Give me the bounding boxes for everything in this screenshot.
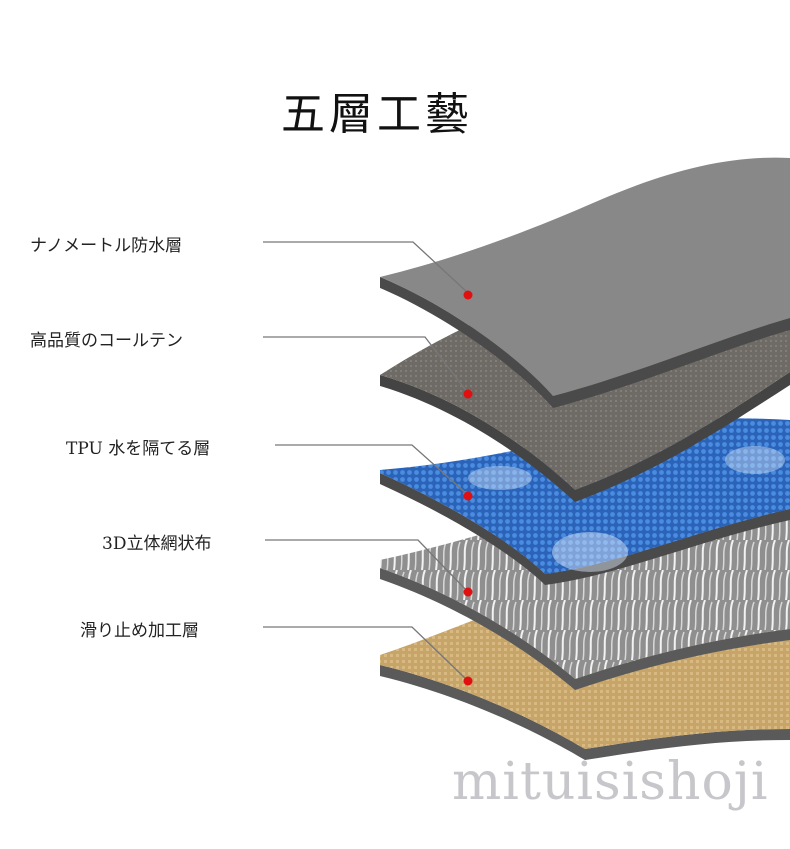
layer-label-4: 3D立体網状布 — [102, 534, 212, 554]
marker-dot-2 — [463, 389, 473, 399]
marker-dot-1 — [463, 290, 473, 300]
marker-dot-4 — [463, 587, 473, 597]
layer-nano-waterproof — [380, 157, 790, 408]
leader-line-1 — [263, 241, 469, 294]
marker-dot-5 — [463, 676, 473, 686]
page-title: 五層工藝 — [281, 89, 473, 140]
layer-label-5: 滑り止め加工層 — [80, 621, 199, 641]
leader-line-3 — [275, 444, 469, 496]
layer-label-2: 高品質のコールテン — [30, 331, 183, 351]
layer-label-3: TPU 水を隔てる層 — [66, 439, 211, 459]
leader-line-4 — [265, 539, 469, 593]
layer-label-1: ナノメートル防水層 — [30, 236, 183, 256]
leader-lines — [263, 241, 469, 682]
markers — [463, 290, 473, 686]
leader-line-2 — [263, 336, 469, 394]
marker-dot-3 — [463, 491, 473, 501]
leader-line-5 — [263, 626, 469, 682]
watermark: mituisishoji — [452, 752, 769, 812]
